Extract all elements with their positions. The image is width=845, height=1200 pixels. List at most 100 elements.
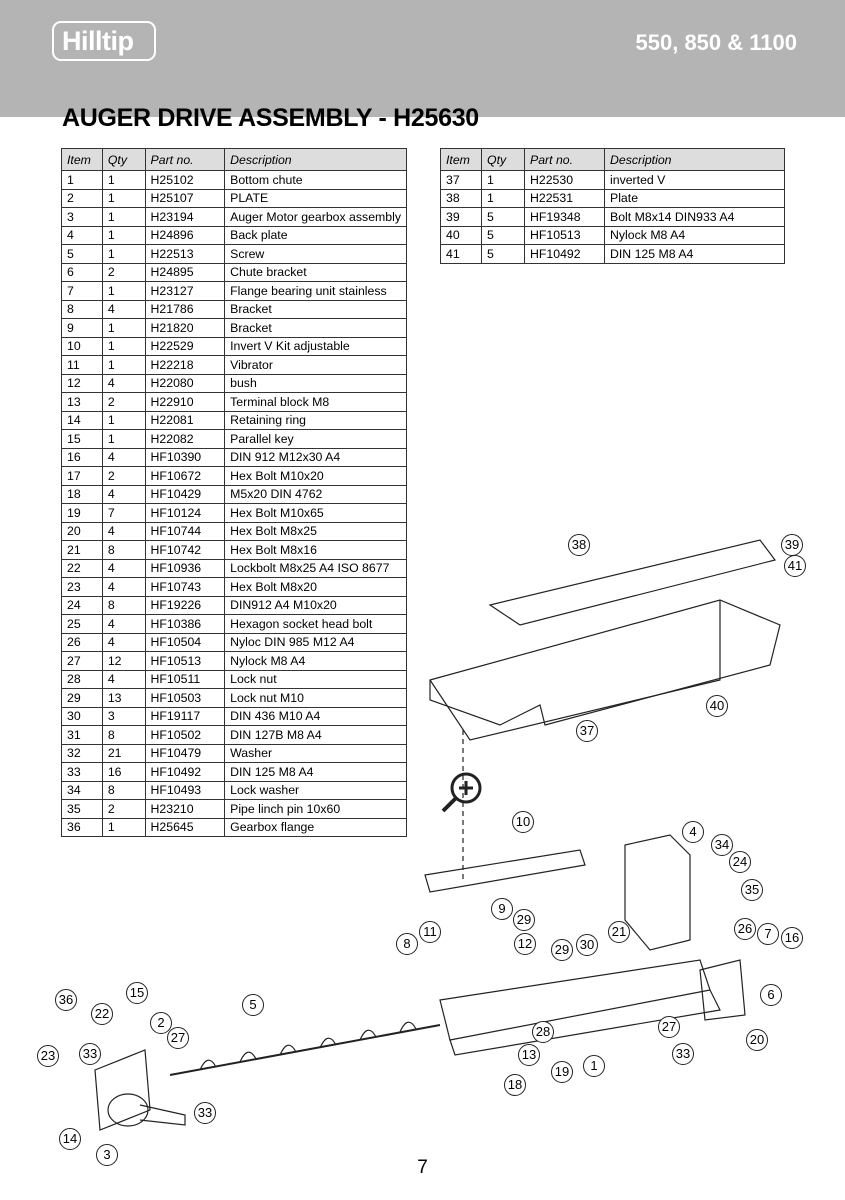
callout-37: 37 [576, 720, 598, 742]
col-part-no: Part no. [524, 148, 605, 171]
part-number: HF10672 [144, 466, 226, 486]
part-number: H22080 [144, 373, 226, 393]
part-number: HF10513 [524, 225, 605, 245]
item-number: 6 [61, 262, 103, 282]
model-range: 550, 850 & 1100 [635, 30, 797, 55]
callout-5: 5 [242, 994, 264, 1016]
part-number: H22529 [144, 336, 226, 356]
callout-7: 7 [757, 923, 779, 945]
quantity: 1 [101, 188, 146, 208]
part-number: H22530 [524, 170, 605, 190]
part-number: HF10502 [144, 725, 226, 745]
callout-14: 14 [59, 1128, 81, 1150]
callout-4: 4 [682, 821, 704, 843]
item-number: 9 [61, 318, 103, 338]
part-number: H22082 [144, 429, 226, 449]
part-number: H22531 [524, 188, 605, 208]
description: Bracket [224, 299, 407, 319]
callout-8: 8 [396, 933, 418, 955]
item-number: 31 [61, 725, 103, 745]
description: Bottom chute [224, 170, 407, 190]
quantity: 1 [101, 225, 146, 245]
callout-36: 36 [55, 989, 77, 1011]
item-number: 39 [440, 207, 482, 227]
callout-33: 33 [79, 1043, 101, 1065]
callout-24: 24 [729, 851, 751, 873]
quantity: 1 [101, 429, 146, 449]
quantity: 2 [101, 466, 146, 486]
part-number: H25107 [144, 188, 226, 208]
page-title: AUGER DRIVE ASSEMBLY - H25630 [62, 104, 479, 132]
item-number: 17 [61, 466, 103, 486]
quantity: 1 [101, 207, 146, 227]
auger-screw-5 [169, 1024, 441, 1076]
quantity: 5 [481, 244, 525, 264]
quantity: 1 [101, 410, 146, 430]
item-number: 15 [61, 429, 103, 449]
description: Hex Bolt M8x20 [224, 577, 407, 597]
inverted-v-37 [429, 599, 781, 726]
quantity: 1 [101, 244, 146, 264]
part-number: HF10743 [144, 577, 226, 597]
description: Gearbox flange [224, 817, 407, 837]
callout-40: 40 [706, 695, 728, 717]
quantity: 1 [481, 170, 525, 190]
item-number: 3 [61, 207, 103, 227]
callout-41: 41 [784, 555, 806, 577]
part-number: HF10511 [144, 669, 226, 689]
item-number: 30 [61, 706, 103, 726]
quantity: 4 [101, 299, 146, 319]
description: Retaining ring [224, 410, 407, 430]
callout-26: 26 [734, 918, 756, 940]
col-qty: Qty [101, 148, 146, 171]
item-number: 5 [61, 244, 103, 264]
description: inverted V [604, 170, 785, 190]
col-description: Description [604, 148, 785, 171]
item-number: 40 [440, 225, 482, 245]
callout-15: 15 [126, 982, 148, 1004]
description: Back plate [224, 225, 407, 245]
part-number: HF10742 [144, 540, 226, 560]
item-number: 29 [61, 688, 103, 708]
callout-27: 27 [658, 1016, 680, 1038]
quantity: 2 [101, 392, 146, 412]
part-number: H21820 [144, 318, 226, 338]
part-number: H22910 [144, 392, 226, 412]
description: Lock washer [224, 780, 407, 800]
page-number: 7 [417, 1157, 428, 1178]
quantity: 5 [481, 225, 525, 245]
item-number: 18 [61, 484, 103, 504]
quantity: 1 [101, 281, 146, 301]
description: PLATE [224, 188, 407, 208]
part-number: H25645 [144, 817, 226, 837]
description: Screw [224, 244, 407, 264]
item-number: 11 [61, 355, 103, 375]
item-number: 37 [440, 170, 482, 190]
callout-11: 11 [419, 921, 441, 943]
callout-28: 28 [532, 1021, 554, 1043]
invert-v-kit-10 [424, 849, 586, 893]
item-number: 14 [61, 410, 103, 430]
item-number: 2 [61, 188, 103, 208]
col-qty: Qty [481, 148, 525, 171]
description: M5x20 DIN 4762 [224, 484, 407, 504]
